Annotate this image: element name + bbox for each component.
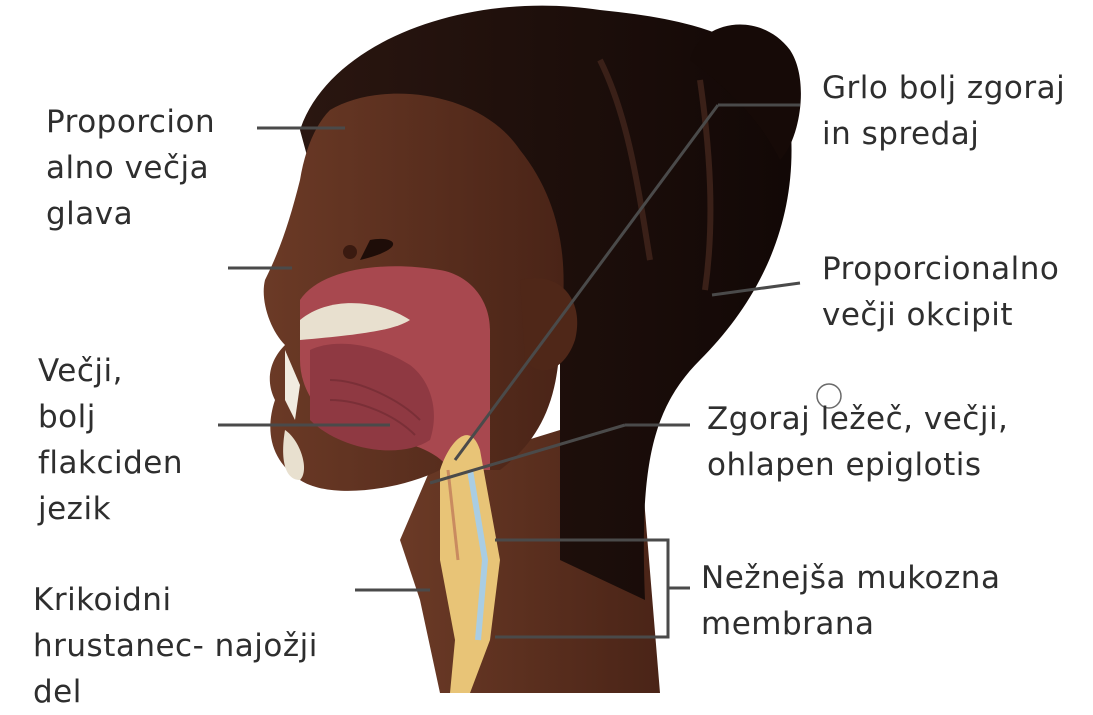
label-head: Proporcion alno večja glava [46, 99, 215, 237]
label-occiput: Proporcionalno večji okcipit [822, 246, 1059, 338]
label-epiglottis: Zgoraj ležeč, večji, ohlapen epiglotis [707, 396, 1008, 488]
label-tongue: Večji, bolj flakciden jezik [38, 348, 183, 532]
label-cricoid: Krikoidni hrustanec- najožji del [33, 577, 318, 715]
label-larynx: Grlo bolj zgoraj in spredaj [822, 65, 1065, 157]
label-mucosa: Nežnejša mukozna membrana [701, 555, 1000, 647]
